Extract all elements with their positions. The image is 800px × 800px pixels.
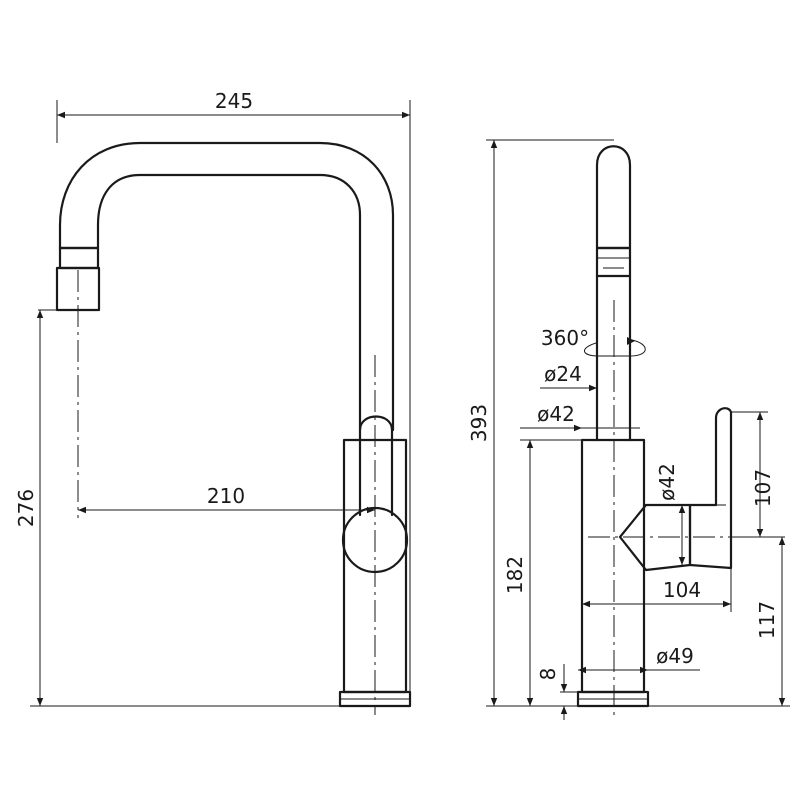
dim-spout-reach: 210 — [207, 484, 245, 508]
front-lever — [358, 415, 394, 517]
dim-width-total: 245 — [215, 89, 253, 113]
side-spout-top — [595, 145, 632, 250]
dim-neck-diameter: ø42 — [537, 402, 575, 426]
dim-lever-axis-height: 117 — [755, 601, 779, 639]
dim-swivel: 360° — [541, 326, 589, 350]
side-lever-handle — [688, 407, 733, 570]
side-aerator — [595, 246, 632, 278]
dim-lever-height: 107 — [751, 469, 775, 507]
dim-base-height: 8 — [536, 668, 560, 681]
spout-inner — [96, 173, 362, 432]
side-body — [580, 438, 646, 694]
dim-body-height: 182 — [503, 556, 527, 594]
dim-spout-diameter: ø24 — [544, 362, 582, 386]
aerator — [58, 246, 100, 270]
dim-lever-reach: 104 — [663, 578, 701, 602]
side-view: 393 360° ø24 ø42 ø42 107 182 104 117 — [467, 139, 790, 720]
dim-spout-height: 276 — [14, 489, 38, 527]
dim-lever-diameter: ø42 — [655, 463, 679, 501]
spout-outer — [58, 141, 395, 432]
dim-base-diameter: ø49 — [656, 644, 694, 668]
front-view: 245 210 276 — [14, 89, 412, 715]
dim-total-height: 393 — [467, 404, 491, 442]
